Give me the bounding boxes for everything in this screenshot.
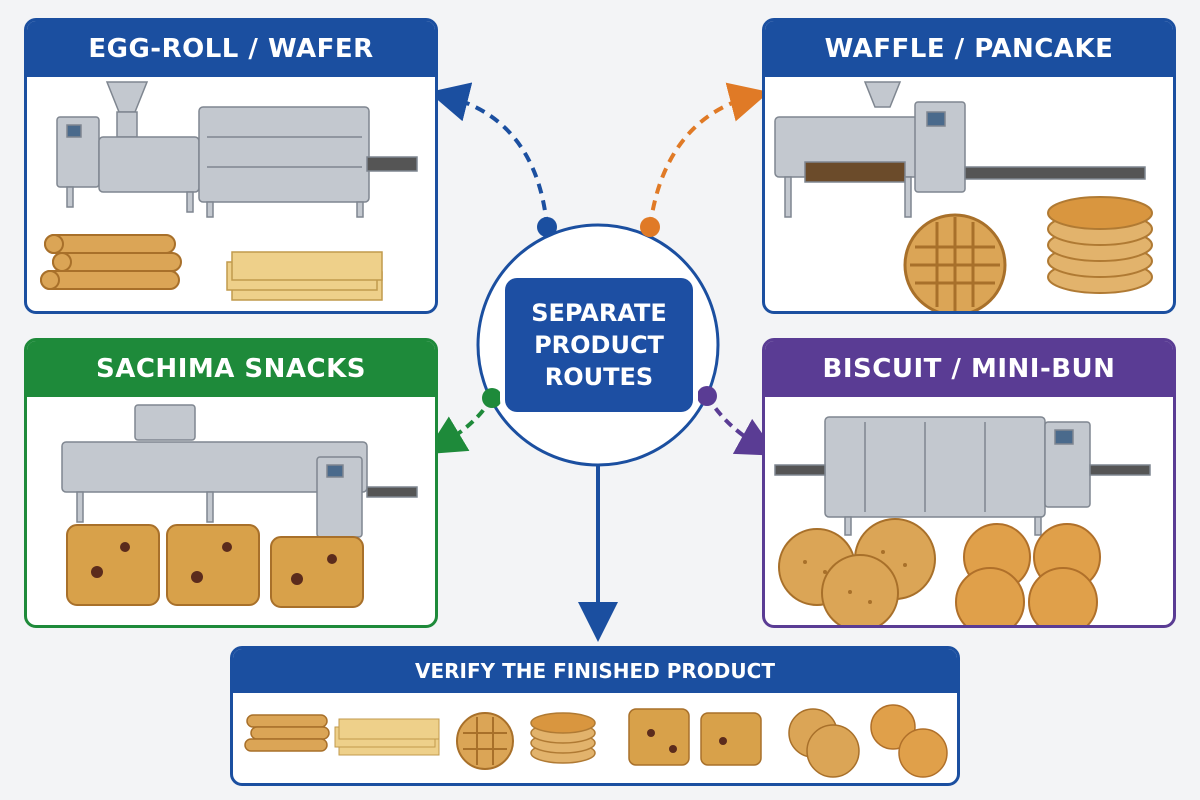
panel-sachima: SACHIMA SNACKS — [24, 338, 438, 628]
panel-waffle: WAFFLE / PANCAKE — [762, 18, 1176, 314]
panel-verify-header: VERIFY THE FINISHED PRODUCT — [233, 649, 957, 693]
waffle-illustration — [774, 81, 1153, 311]
egg-roll-products — [40, 234, 383, 301]
verify-products — [244, 704, 948, 778]
panel-sachima-header: SACHIMA SNACKS — [27, 341, 435, 397]
route-arrow-egg-roll — [428, 82, 549, 228]
verify-waffle-pancake — [456, 712, 596, 770]
center-label: SEPARATE PRODUCT ROUTES — [505, 278, 693, 412]
panel-waffle-header: WAFFLE / PANCAKE — [765, 21, 1173, 77]
sachima-products — [66, 524, 364, 608]
waffle-machine — [774, 81, 1146, 218]
biscuit-machine — [774, 416, 1151, 536]
route-arrow-biscuit — [705, 394, 778, 456]
verify-biscuit-bun — [788, 704, 948, 778]
panel-egg-roll-header: EGG-ROLL / WAFER — [27, 21, 435, 77]
waffle-products — [903, 196, 1153, 311]
panel-biscuit: BISCUIT / MINI-BUN — [762, 338, 1176, 628]
route-dot-biscuit — [697, 386, 717, 406]
center-label-line-1: SEPARATE — [531, 299, 667, 327]
route-arrow-waffle — [648, 82, 770, 228]
route-arrow-sachima — [424, 396, 494, 455]
route-dot-egg-roll — [537, 217, 557, 237]
egg-roll-machine — [56, 81, 418, 218]
route-dot-waffle — [640, 217, 660, 237]
egg-roll-illustration — [40, 81, 418, 301]
route-dot-sachima — [482, 388, 502, 408]
sachima-illustration — [61, 404, 418, 608]
verify-egg-roll-wafer — [244, 714, 440, 756]
center-label-line-2: PRODUCT — [534, 331, 664, 359]
sachima-machine — [61, 404, 418, 538]
panel-egg-roll: EGG-ROLL / WAFER — [24, 18, 438, 314]
biscuit-illustration — [774, 416, 1151, 625]
biscuit-products — [778, 518, 1101, 625]
panel-biscuit-header: BISCUIT / MINI-BUN — [765, 341, 1173, 397]
panel-verify: VERIFY THE FINISHED PRODUCT — [230, 646, 960, 786]
center-label-line-3: ROUTES — [544, 363, 654, 391]
verify-sachima — [628, 708, 762, 766]
